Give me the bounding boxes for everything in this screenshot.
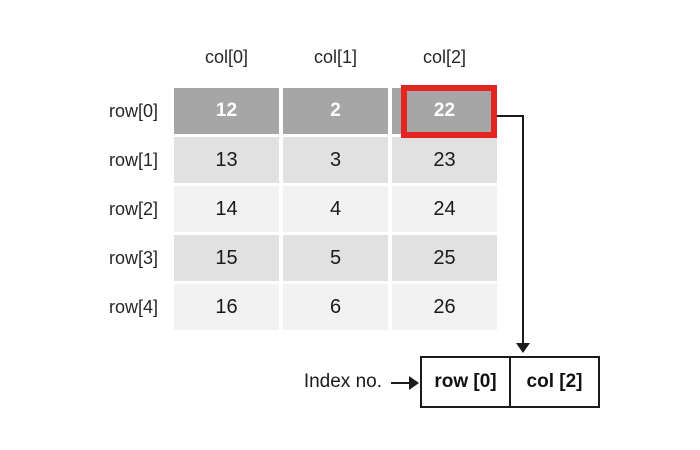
table-cell: 15 (174, 235, 279, 281)
right-arrowhead-icon (409, 376, 419, 390)
table-cell: 14 (174, 186, 279, 232)
row-label-4: row[4] (108, 296, 158, 317)
connector-horizontal-line (497, 115, 524, 117)
table-cell: 6 (283, 284, 388, 330)
index-box: row [0] col [2] (420, 356, 600, 408)
table-row: 12 2 22 (174, 88, 497, 134)
index-box-row-part: row [0] (422, 358, 511, 406)
table-row: 14 4 24 (174, 186, 497, 232)
row-label-1: row[1] (108, 149, 158, 170)
col-header-1: col[1] (313, 47, 358, 67)
row-label-3: row[3] (108, 247, 158, 268)
table-cell: 26 (392, 284, 497, 330)
table-cell: 24 (392, 186, 497, 232)
table-cell-highlighted: 22 (392, 88, 497, 134)
connector-vertical-line (522, 115, 524, 345)
table-cell: 5 (283, 235, 388, 281)
table-row: 15 5 25 (174, 235, 497, 281)
table-cell: 12 (174, 88, 279, 134)
index-label: Index no. (303, 371, 382, 392)
table-cell: 3 (283, 137, 388, 183)
index-box-col-part: col [2] (526, 371, 583, 392)
table-cell: 4 (283, 186, 388, 232)
down-arrowhead-icon (516, 343, 530, 353)
row-label-0: row[0] (108, 100, 158, 121)
col-header-0: col[0] (204, 47, 249, 67)
col-header-2: col[2] (422, 47, 467, 67)
highlighted-cell-outline (401, 85, 497, 138)
row-label-2: row[2] (108, 198, 158, 219)
table-cell: 16 (174, 284, 279, 330)
table-cell: 25 (392, 235, 497, 281)
table-cell: 13 (174, 137, 279, 183)
table-cell: 2 (283, 88, 388, 134)
table-cell: 23 (392, 137, 497, 183)
index-arrow-line (391, 382, 410, 384)
table-row: 13 3 23 (174, 137, 497, 183)
table-row: 16 6 26 (174, 284, 497, 330)
